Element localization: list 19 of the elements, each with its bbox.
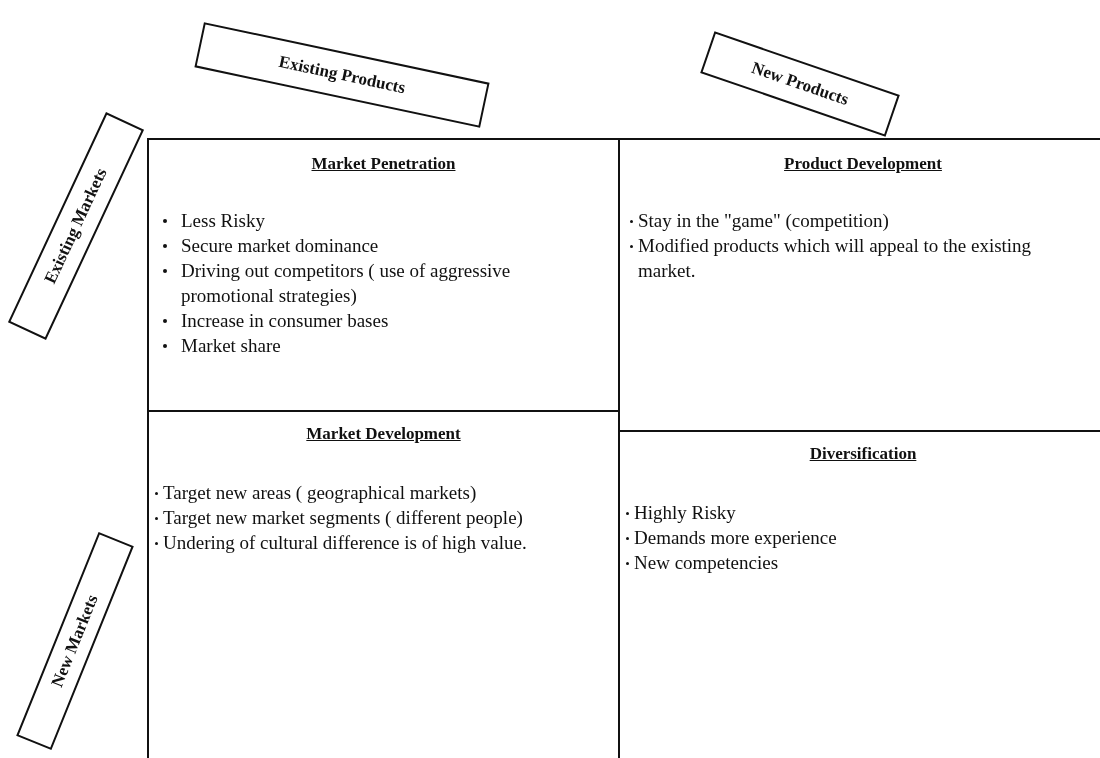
bullet-item: Driving out competitors ( use of aggressive promotional strategies) <box>159 258 599 308</box>
bullet-item: Undering of cultural difference is of high value. <box>155 530 527 555</box>
bullet-item: Increase in consumer bases <box>159 308 389 333</box>
bullet-item: Stay in the "game" (competition) <box>630 208 889 233</box>
quadrant-heading: Diversification <box>809 444 917 463</box>
bullet-item: Secure market dominance <box>159 233 379 258</box>
bullet-item: Demands more experience <box>626 525 837 550</box>
quadrant-heading: Market Development <box>306 424 461 443</box>
quadrant-box <box>147 138 620 412</box>
bullet-item: Target new market segments ( different people) <box>155 505 523 530</box>
bullet-item: New competencies <box>626 550 779 575</box>
bullet-item: Modified products which will appeal to the existing market. <box>630 233 1070 283</box>
quadrant-heading: Product Development <box>784 154 942 173</box>
bullet-item: Less Risky <box>159 208 265 233</box>
bullet-item: Market share <box>159 333 281 358</box>
axis-label: Existing Products <box>277 51 407 99</box>
bullet-item: Target new areas ( geographical markets) <box>155 480 477 505</box>
bullet-item: Highly Risky <box>626 500 736 525</box>
quadrant-heading: Market Penetration <box>311 154 456 173</box>
